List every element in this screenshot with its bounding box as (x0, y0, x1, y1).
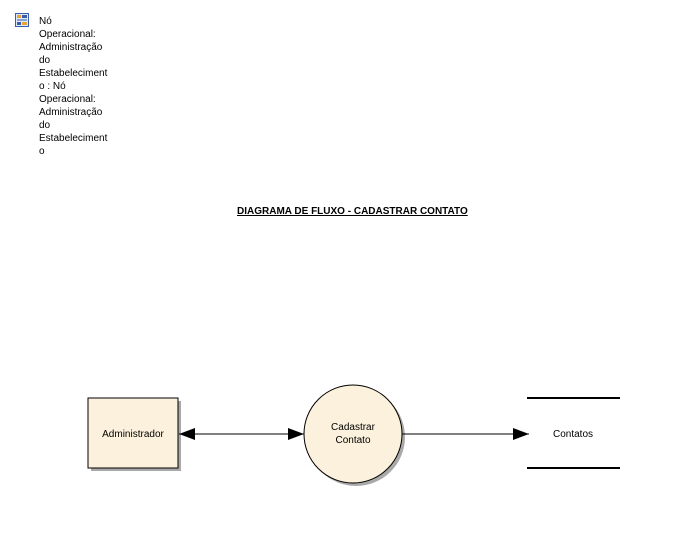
entity-box (87, 397, 179, 469)
node-label-line: do (39, 120, 51, 131)
external-entity-administrador[interactable]: Administrador (87, 397, 181, 471)
process-label-line1: Cadastrar (331, 422, 376, 433)
node-label-line: Administração (39, 107, 103, 118)
node-label-line: o : Nó (39, 81, 66, 92)
datastore-contatos[interactable]: Contatos (527, 397, 620, 469)
node-label-line: Operacional: (39, 94, 96, 105)
node-label-line: Estabeleciment (39, 133, 108, 144)
process-label-line2: Contato (335, 435, 370, 446)
node-label-line: o (39, 146, 45, 157)
node-label-line: Estabeleciment (39, 68, 108, 79)
node-label: Nó Operacional: Administração do Estabel… (39, 15, 119, 158)
node-label-line: Administração (39, 42, 103, 53)
process-cadastrar-contato[interactable]: Cadastrar Contato (303, 384, 405, 486)
node-label-line: Nó (39, 16, 52, 27)
datastore-label: Contatos (553, 429, 593, 440)
node-label-line: Operacional: (39, 29, 96, 40)
deployment-node-icon (15, 13, 29, 27)
diagram-title: DIAGRAMA DE FLUXO - CADASTRAR CONTATO (237, 206, 468, 217)
entity-label: Administrador (102, 429, 164, 440)
process-circle (303, 384, 403, 484)
node-label-line: do (39, 55, 51, 66)
